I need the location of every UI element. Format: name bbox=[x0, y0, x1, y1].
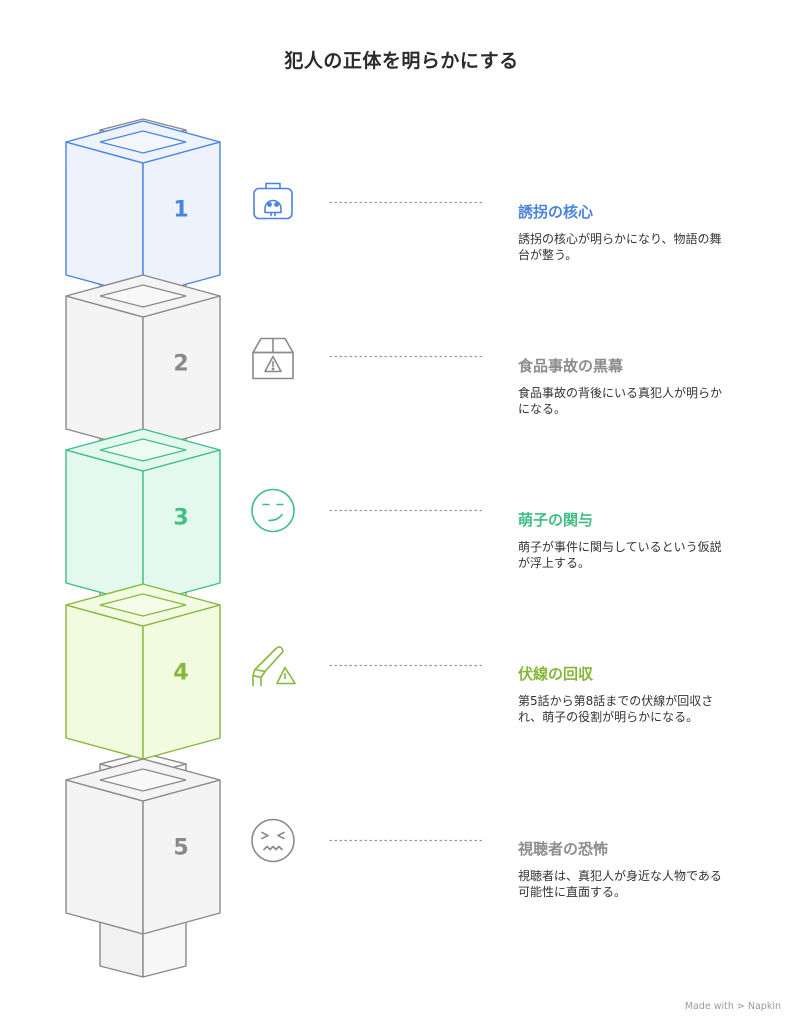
knife-warning-icon bbox=[252, 646, 296, 687]
step-title-5: 視聴者の恐怖 bbox=[518, 840, 609, 858]
step-description-5: 視聴者は、真犯人が身近な人物である可能性に直面する。 bbox=[518, 869, 722, 899]
page-title: 犯人の正体を明らかにする bbox=[284, 50, 519, 72]
step-block-1: 1 bbox=[65, 120, 221, 297]
step-title-2: 食品事故の黒幕 bbox=[518, 357, 624, 375]
suspicious-face-icon bbox=[251, 488, 295, 533]
warning-box-icon bbox=[252, 337, 294, 380]
step-block-3: 3 bbox=[65, 428, 221, 605]
step-number: 3 bbox=[173, 506, 188, 531]
scared-face-icon bbox=[251, 818, 295, 863]
step-block-5: 5 bbox=[65, 758, 221, 935]
step-title-3: 萌子の関与 bbox=[518, 511, 594, 529]
skull-bag-icon bbox=[253, 182, 293, 220]
step-title-4: 伏線の回収 bbox=[518, 665, 594, 683]
step-description-2: 食品事故の背後にいる真犯人が明らかになる。 bbox=[518, 386, 723, 416]
step-number: 4 bbox=[173, 661, 188, 686]
step-block-2: 2 bbox=[65, 274, 221, 451]
step-block-4: 4 bbox=[65, 583, 221, 760]
step-title-1: 誘拐の核心 bbox=[518, 203, 594, 221]
step-description-4: 第5話から第8話までの伏線が回収され、萌子の役割が明らかになる。 bbox=[518, 694, 714, 724]
step-description-3: 萌子が事件に関与しているという仮説が浮上する。 bbox=[518, 540, 722, 570]
step-number: 5 bbox=[173, 836, 188, 861]
step-number: 2 bbox=[173, 352, 188, 377]
step-number: 1 bbox=[173, 198, 188, 223]
napkin-credit: Made with ⋗ Napkin bbox=[684, 1001, 781, 1012]
step-description-1: 誘拐の核心が明らかになり、物語の舞台が整う。 bbox=[518, 232, 722, 262]
